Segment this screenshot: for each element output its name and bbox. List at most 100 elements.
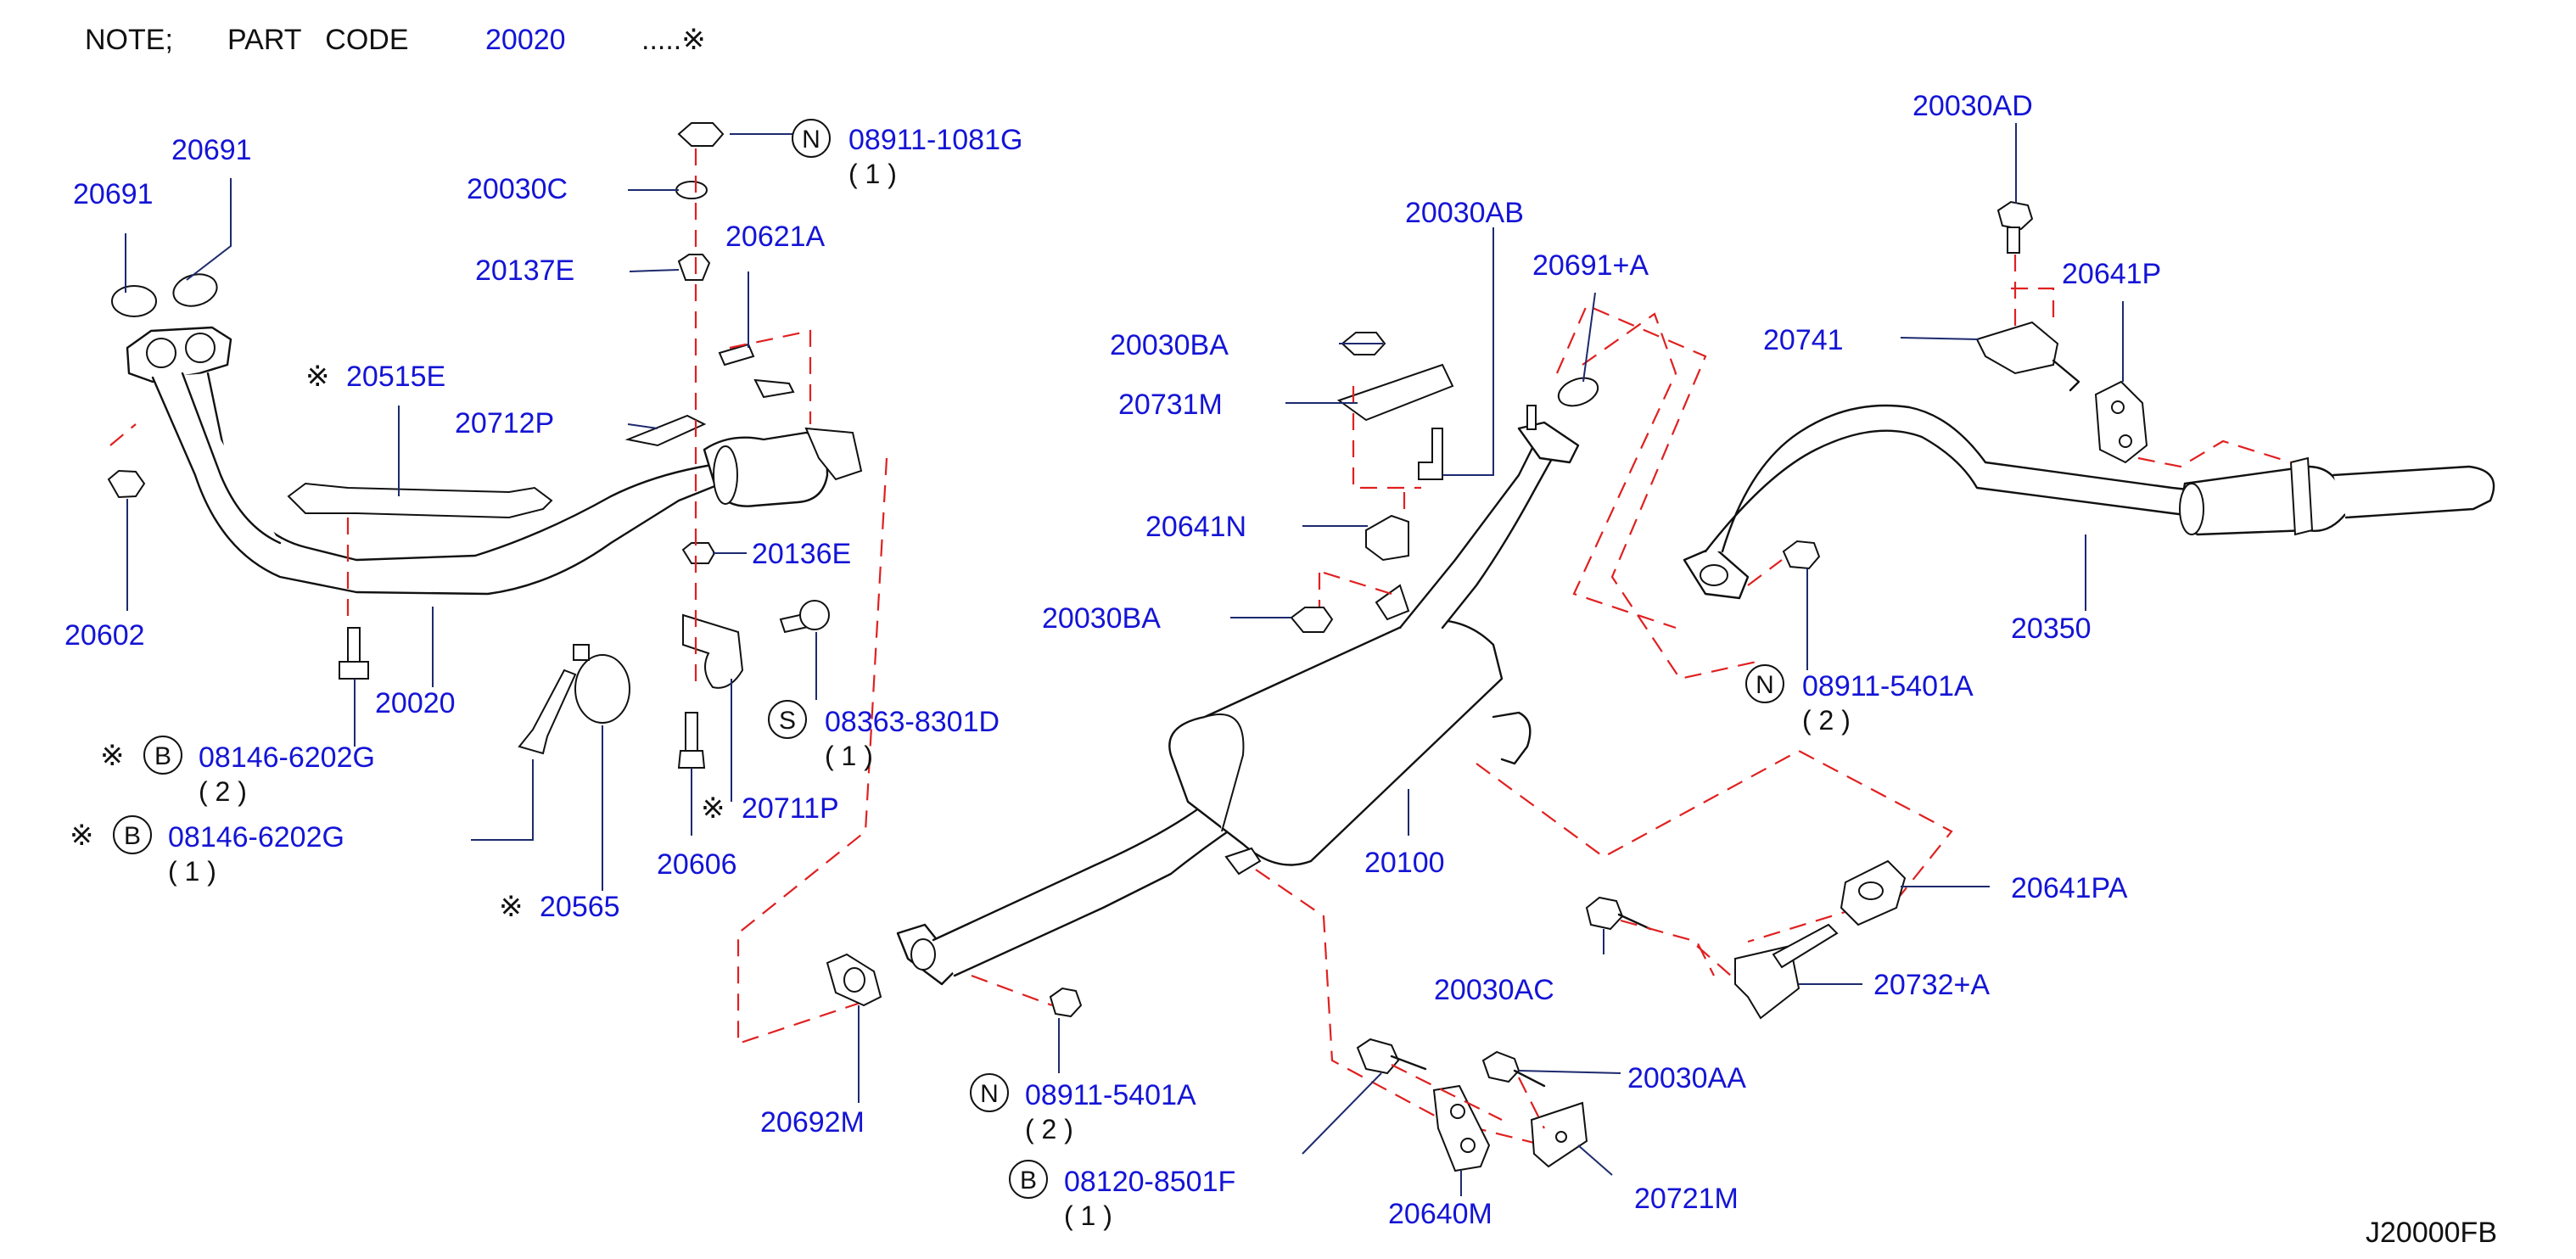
callout-letter-ring-N-3	[1745, 664, 1784, 703]
nut-20030BA-bot-shape	[1290, 607, 1334, 633]
left-dashed-guides	[109, 148, 888, 1045]
lower-dashed-guides	[1391, 919, 1732, 1129]
stud-20606-shape	[685, 712, 698, 756]
lower-leaders	[1302, 886, 1990, 1196]
callout-08363-8301D-qty: ( 1 )	[825, 741, 873, 771]
callout-08911-1081G: 08911-1081G	[848, 124, 1022, 156]
left-leaders	[125, 133, 817, 891]
callout-08146-2-star: ※	[100, 740, 125, 772]
callout-letter-B-3: B	[1020, 1167, 1037, 1195]
callout-20691-a: 20691	[73, 178, 154, 210]
note-mark: .....※	[641, 24, 706, 56]
center-muffler-group	[826, 332, 1599, 1018]
callout-20030BA-bot: 20030BA	[1042, 602, 1161, 635]
bolt-08146-b-shape	[518, 669, 577, 755]
clamp-20565-shape	[574, 654, 630, 724]
callout-08146-6202G-1: 08146-6202G	[168, 821, 344, 853]
front-flange-shape	[126, 326, 232, 383]
callout-letter-ring-B-2	[113, 815, 152, 854]
right-leaders	[1806, 123, 2124, 670]
bolt-20030AC-shape	[1585, 896, 1624, 931]
callout-20691A: 20691+A	[1532, 249, 1649, 282]
callout-20691-b: 20691	[171, 134, 252, 166]
callout-20692M: 20692M	[760, 1106, 865, 1139]
callout-20030BA-top: 20030BA	[1110, 329, 1229, 361]
callout-letter-ring-S	[768, 700, 807, 739]
callout-08911-5401A-low: 08911-5401A	[1025, 1079, 1196, 1111]
note-header: NOTE; PART CODE 20020 .....※	[85, 24, 706, 56]
front-pipe-group	[107, 122, 863, 769]
callout-20030C: 20030C	[467, 173, 568, 205]
callout-labels: 20691 20691 20602 ※ 20515E 20020 20030C …	[64, 90, 2161, 1231]
callout-08911-1081G-qty: ( 1 )	[848, 159, 897, 189]
bolt-20030AB-shape	[1418, 428, 1443, 480]
callout-letter-B-1: B	[154, 742, 171, 770]
diagram-code: J20000FB	[2366, 1217, 2497, 1249]
callout-20100: 20100	[1364, 847, 1445, 879]
callout-20711P-star: ※	[701, 792, 725, 825]
callout-20565-star: ※	[499, 891, 524, 923]
front-pipe-shape	[151, 372, 731, 596]
callout-08911-5401A-low-qty: ( 2 )	[1025, 1114, 1073, 1144]
callout-20137E: 20137E	[475, 255, 574, 287]
callout-letter-B-2: B	[124, 822, 141, 850]
callout-letter-ring-N-2	[970, 1073, 1009, 1112]
callout-letter-S: S	[779, 707, 796, 735]
callout-20030AD: 20030AD	[1912, 90, 2033, 122]
callout-20640M: 20640M	[1388, 1198, 1492, 1230]
hanger-20711P-shape	[682, 613, 744, 689]
callout-20641PA: 20641PA	[2011, 872, 2128, 904]
bracket-20731M-shape	[1336, 363, 1454, 422]
callout-08146-1-star: ※	[70, 820, 94, 852]
callout-08911-5401A-right-qty: ( 2 )	[1802, 705, 1851, 736]
bolt-20030AA-shape	[1481, 1050, 1520, 1083]
callout-20515E: 20515E	[346, 361, 445, 393]
insulator-20640M-shape	[1432, 1084, 1491, 1172]
gasket-20691-b-shape	[172, 273, 218, 307]
callout-20030AC: 20030AC	[1434, 974, 1554, 1006]
callout-letter-ring-B-1	[143, 736, 182, 775]
bolt-08120-shape	[1356, 1038, 1400, 1075]
callout-20641P: 20641P	[2062, 258, 2161, 290]
callout-20712P: 20712P	[455, 407, 554, 439]
note-label: PART CODE	[227, 24, 409, 56]
rear-muffler-group	[1683, 200, 2495, 600]
callout-20602: 20602	[64, 619, 145, 652]
bolt-20621A-shape	[718, 343, 755, 367]
callout-letter-N-2: N	[980, 1080, 999, 1108]
tailpipe-shape	[2332, 465, 2495, 519]
nut-08911-1081G-shape	[677, 122, 725, 147]
callout-20606: 20606	[657, 848, 737, 881]
callout-08146-6202G-2: 08146-6202G	[199, 741, 375, 774]
callout-20515E-star: ※	[305, 361, 330, 393]
callout-20030AA: 20030AA	[1627, 1062, 1746, 1094]
washer-20030C-shape	[675, 181, 708, 199]
callout-20020: 20020	[375, 687, 456, 719]
bracket-20741-shape	[1975, 321, 2059, 375]
callout-20621A: 20621A	[725, 221, 826, 253]
bushing-20137E-shape	[677, 254, 711, 281]
callout-20350: 20350	[2011, 613, 2092, 645]
heat-shield-20515E-shape	[287, 482, 553, 519]
callout-20030AB: 20030AB	[1405, 197, 1524, 229]
callout-20136E: 20136E	[752, 538, 851, 570]
bolt-08146-a-shape	[347, 627, 361, 663]
note-code: 20020	[485, 24, 566, 56]
gasket-20691-a-shape	[111, 285, 157, 317]
nut-08911-5401A-low-shape	[1049, 987, 1083, 1018]
insulator-20641N-shape	[1365, 514, 1409, 562]
lower-hanger-group	[1356, 859, 1907, 1172]
callout-08146-6202G-1-qty: ( 1 )	[168, 856, 216, 887]
note-prefix: NOTE;	[85, 24, 173, 56]
bracket-20712P-shape	[624, 414, 707, 447]
muffler-20100-shape	[1168, 618, 1504, 866]
insulator-20641P-shape	[2094, 380, 2148, 464]
callout-20641N: 20641N	[1145, 511, 1246, 543]
callout-letter-ring-N-1	[792, 119, 831, 158]
rear-muffler-body-shape	[2179, 465, 2348, 536]
nut-08911-5401A-right-shape	[1782, 540, 1821, 570]
gasket-20691A-shape	[1557, 377, 1599, 407]
bushing-20136E-shape	[681, 542, 716, 564]
callout-20721M: 20721M	[1634, 1183, 1739, 1215]
